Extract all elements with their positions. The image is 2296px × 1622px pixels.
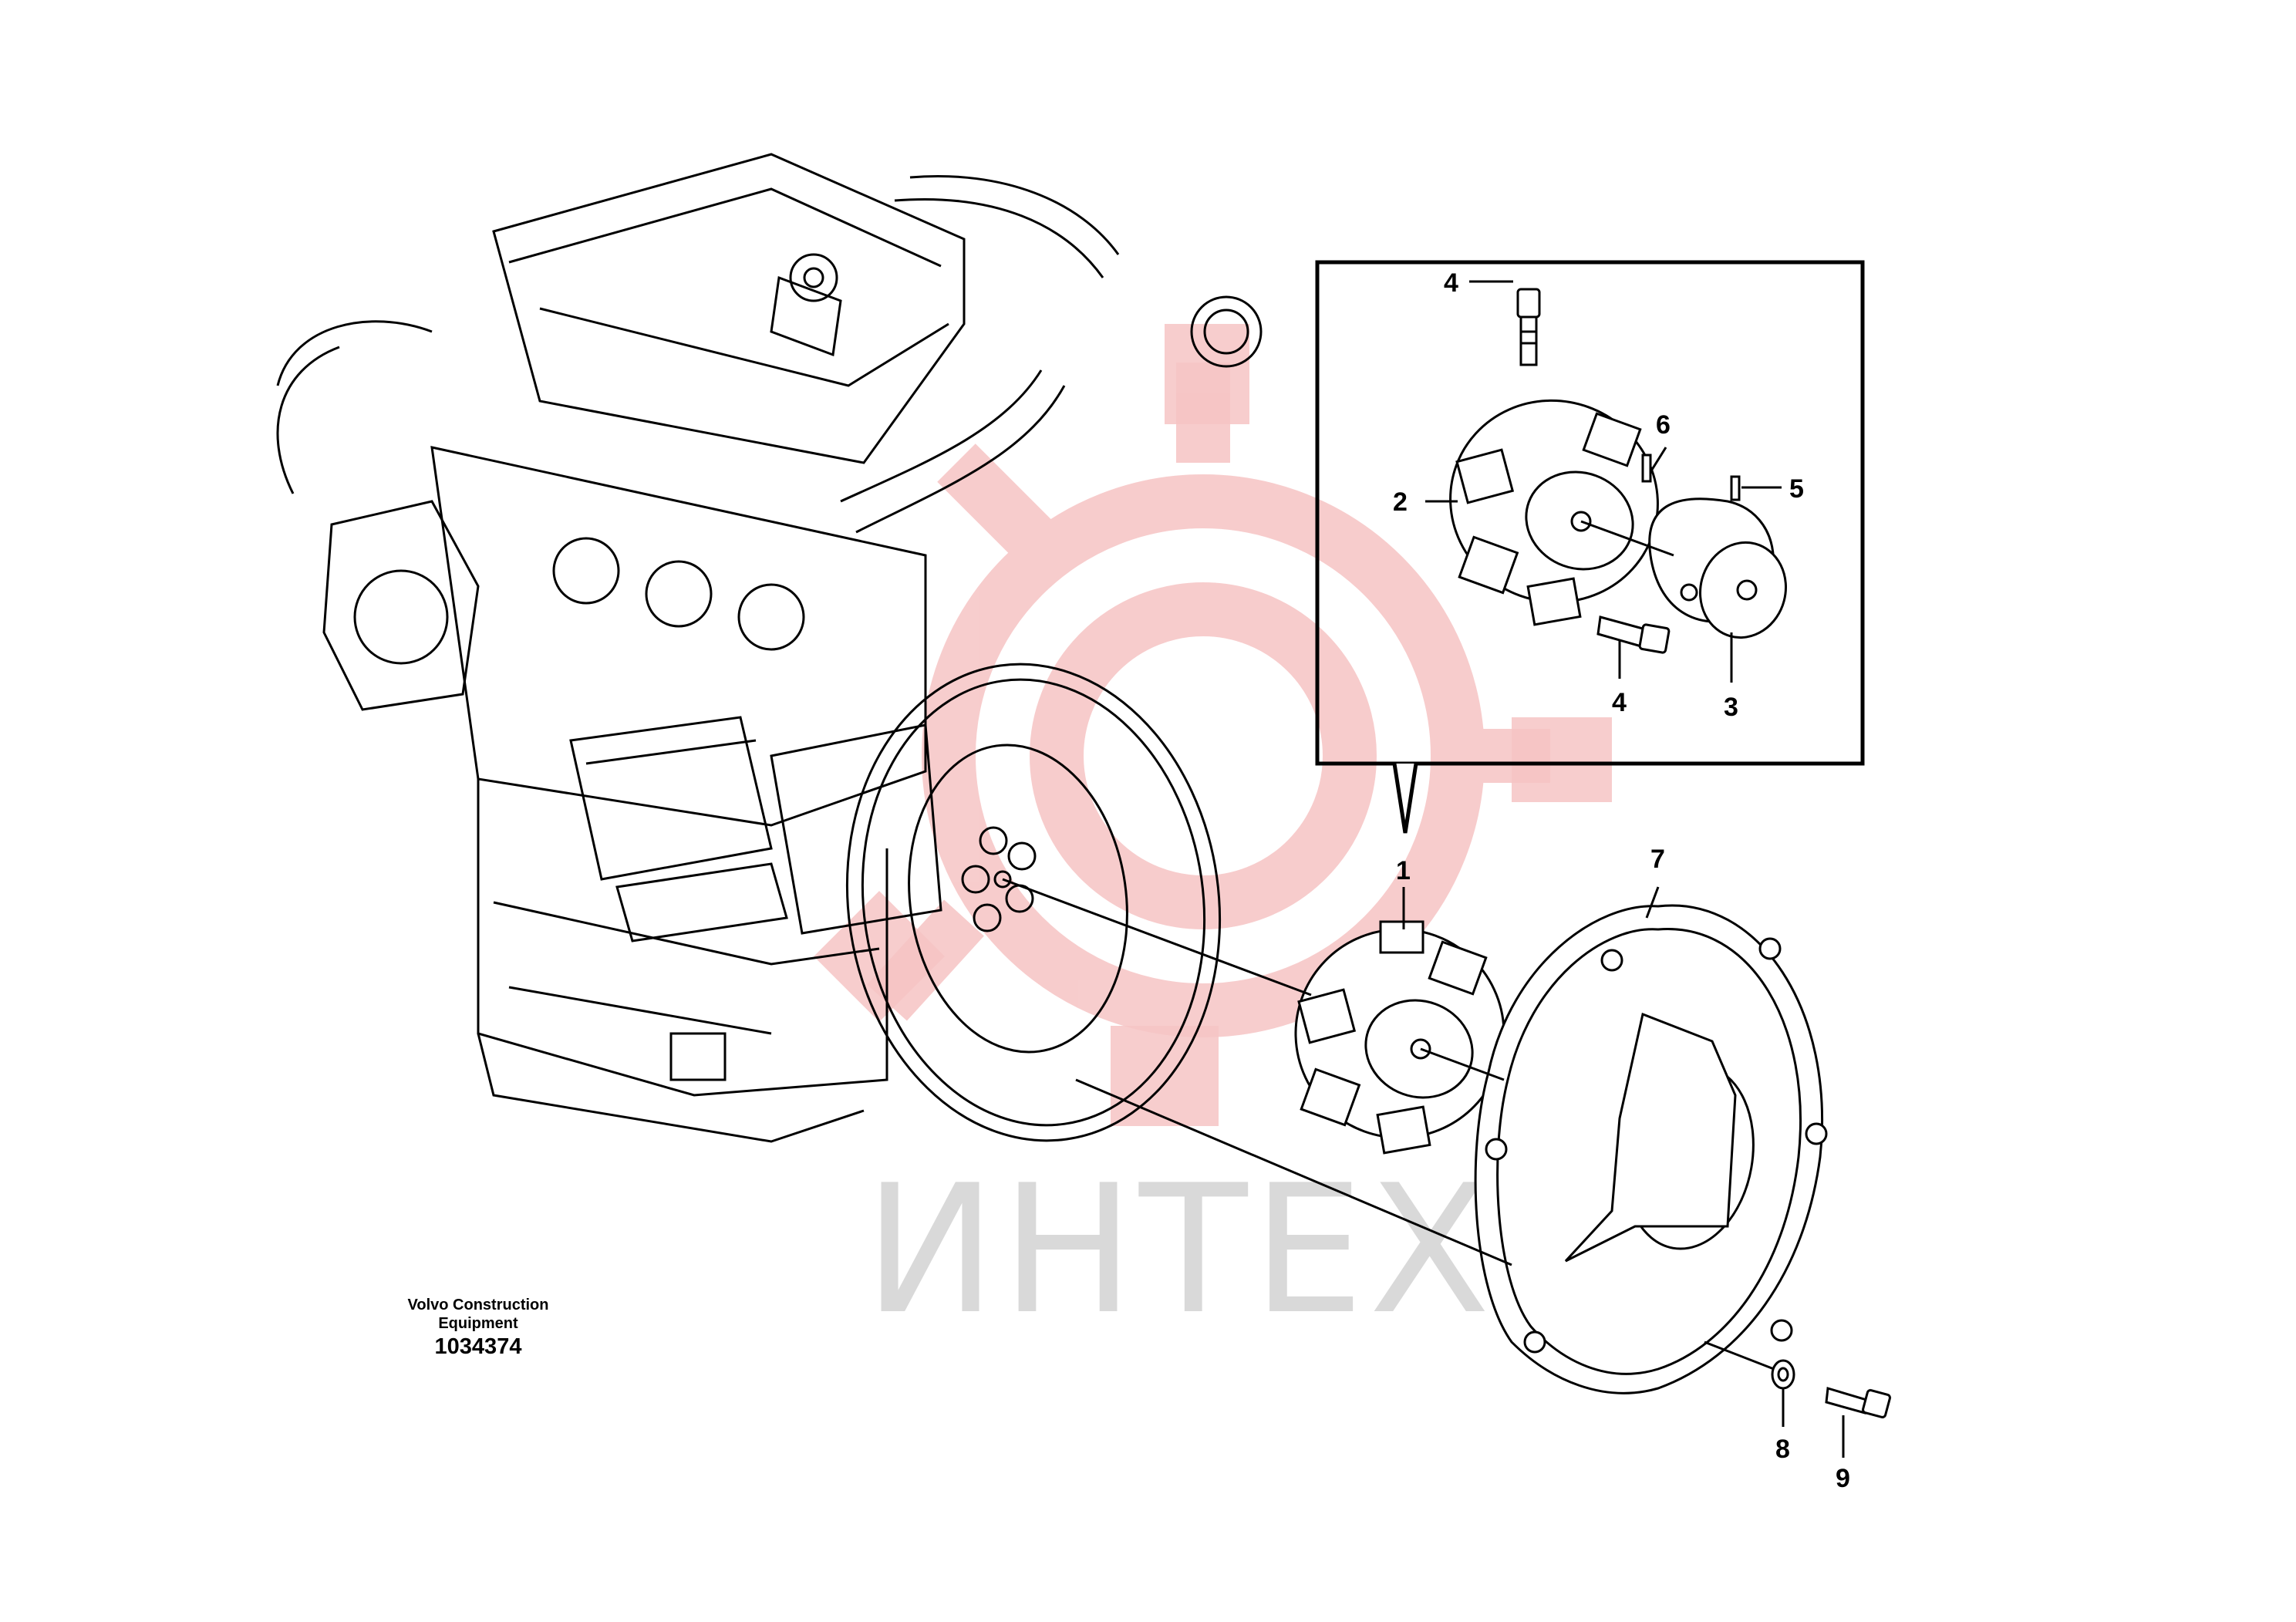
washer-drawing	[1771, 1359, 1795, 1390]
watermark-logo	[867, 363, 1550, 1037]
callout-8: 8	[1775, 1435, 1790, 1464]
callout-6: 6	[1656, 410, 1671, 440]
coupling-inset-drawing	[1449, 399, 1659, 626]
detail-pointer	[1392, 763, 1418, 834]
coupling-drawing	[1294, 920, 1505, 1155]
watermark-text: ИНТЕХ	[864, 1148, 1495, 1354]
callout-5: 5	[1789, 474, 1804, 504]
callout-3: 3	[1724, 693, 1738, 722]
engine-drawing	[276, 153, 1263, 1143]
bolt-inset-top	[1516, 288, 1541, 366]
hub-inset-drawing	[1648, 497, 1787, 639]
manufacturer-line-1: Volvo Construction	[407, 1297, 549, 1313]
callout-9: 9	[1836, 1464, 1850, 1493]
flywheel-drawing	[845, 663, 1222, 1142]
manufacturer-caption: Volvo Construction Equipment	[355, 1296, 602, 1333]
cover-plate-drawing	[1474, 904, 1828, 1394]
callout-7: 7	[1650, 845, 1665, 874]
bolt-inset-bottom	[1596, 615, 1671, 654]
manufacturer-line-2: Equipment	[438, 1315, 518, 1332]
pin-5	[1730, 475, 1741, 501]
callout-4-bottom: 4	[1612, 688, 1627, 717]
bolt-drawing	[1825, 1387, 1891, 1418]
callout-1: 1	[1396, 856, 1411, 885]
drawing-number: 1034374	[434, 1334, 522, 1359]
detail-inset	[1315, 260, 1865, 834]
detail-inset-frame	[1315, 260, 1865, 766]
pin-6	[1641, 454, 1652, 483]
main-leader-lines	[1002, 878, 1845, 1458]
callout-2: 2	[1393, 487, 1408, 517]
callout-4-top: 4	[1444, 268, 1458, 298]
inset-leader-lines	[1425, 280, 1782, 683]
